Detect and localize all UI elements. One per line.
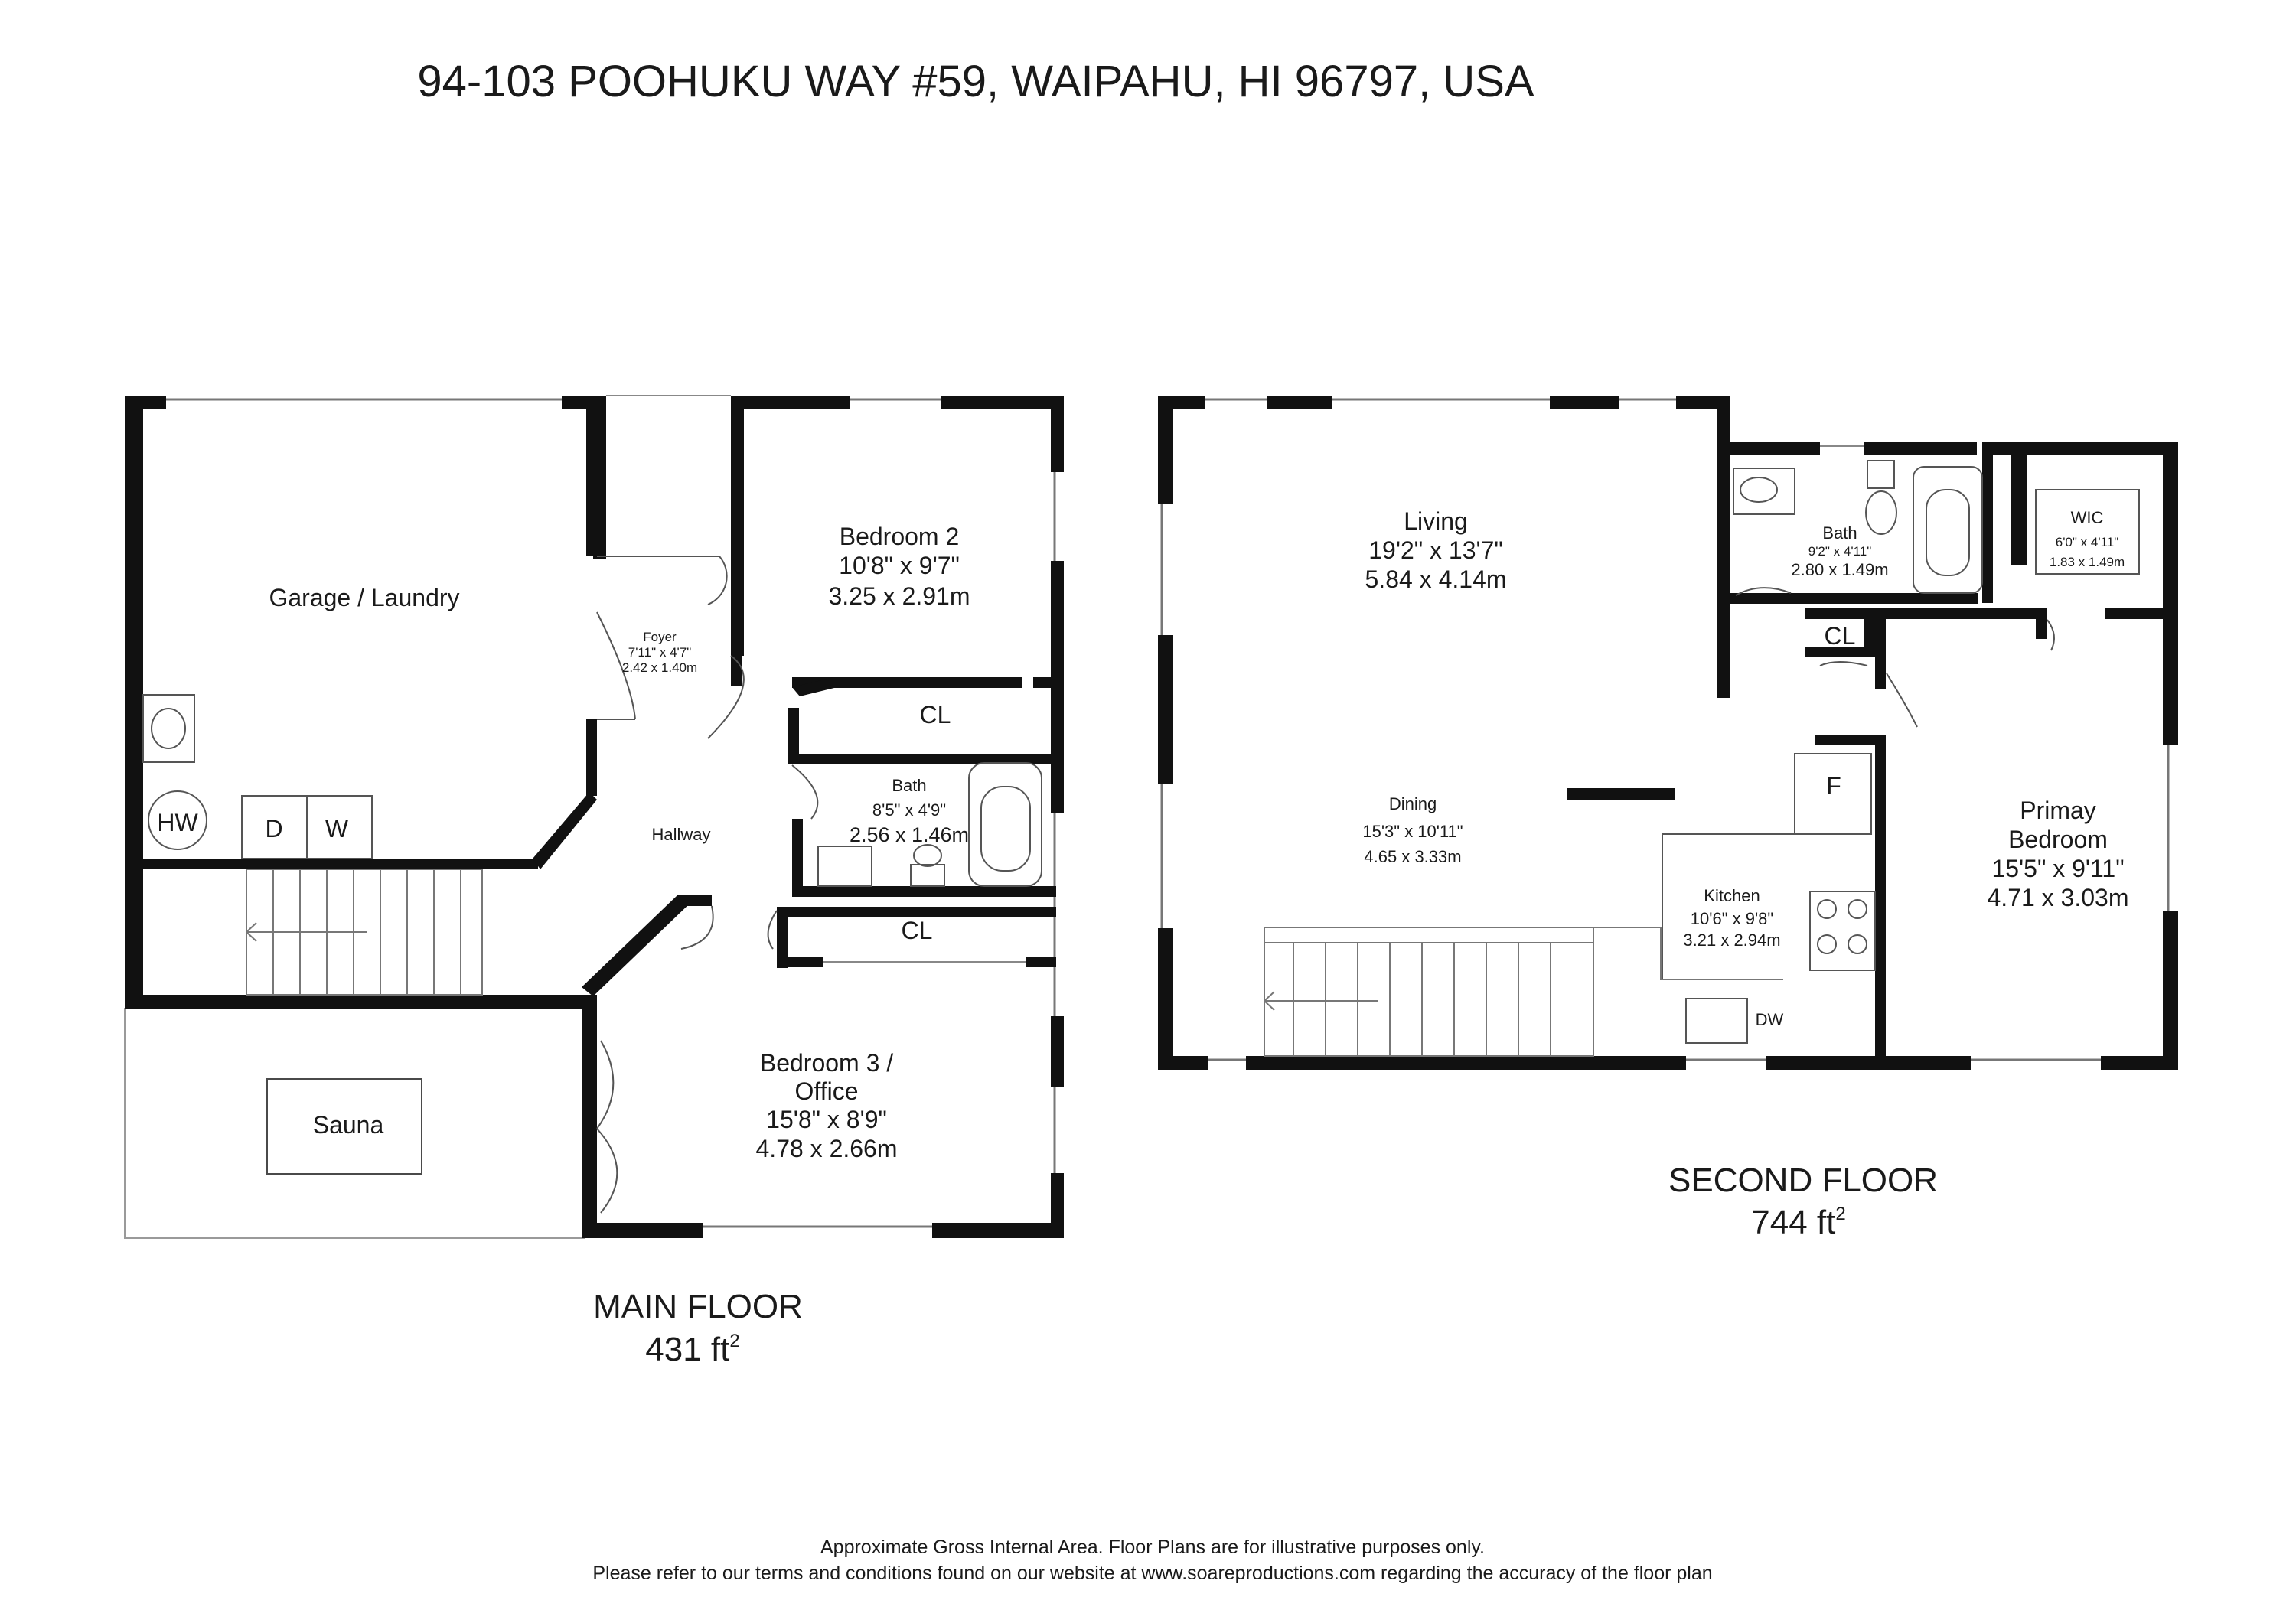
upper-bath-metric: 2.80 x 1.49m [1791, 560, 1888, 579]
second-floor-stairs [1264, 927, 1783, 1057]
bedroom3-label-line1: Bedroom 3 / [760, 1049, 893, 1077]
main-toilet [910, 864, 945, 887]
hallway-label: Hallway [651, 825, 710, 844]
upper-toilet [1867, 460, 1895, 489]
upper-bath-imperial: 9'2" x 4'11" [1808, 544, 1872, 559]
second-floor-plan: Living 19'2" x 13'7" 5.84 x 4.14m Bath 9… [1158, 396, 2178, 1241]
second-floor-area-sup: 2 [1835, 1204, 1845, 1224]
bedroom3-label-line2: Office [795, 1077, 859, 1105]
second-floor-doors [1735, 587, 2055, 728]
kitchen-imperial: 10'6" x 9'8" [1691, 909, 1773, 928]
primary-bedroom-metric: 4.71 x 3.03m [1988, 884, 2129, 911]
washer-label: W [325, 815, 349, 842]
fridge [1794, 753, 1872, 835]
wic-metric: 1.83 x 1.49m [2050, 555, 2125, 569]
upper-closet-label: CL [1825, 622, 1856, 650]
living-metric: 5.84 x 4.14m [1365, 565, 1507, 593]
dining-imperial: 15'3" x 10'11" [1362, 822, 1463, 841]
main-bath-imperial: 8'5" x 4'9" [872, 800, 946, 820]
main-floor-label: MAIN FLOOR [593, 1288, 803, 1325]
living-label: Living [1404, 507, 1468, 535]
foyer-metric: 2.42 x 1.40m [622, 660, 697, 675]
kitchen-metric: 3.21 x 2.94m [1683, 930, 1780, 950]
foyer-label: Foyer [643, 630, 677, 644]
sauna-box [266, 1078, 422, 1175]
second-floor-label: SECOND FLOOR [1668, 1162, 1938, 1199]
main-bath-label: Bath [892, 776, 926, 795]
primary-bedroom-label-line1: Primay [2020, 797, 2096, 824]
main-sink [817, 846, 872, 887]
main-floor-area-value: 431 ft [645, 1331, 729, 1368]
main-floor-fixtures [142, 694, 1042, 887]
main-floor-doors [596, 556, 819, 1214]
living-imperial: 19'2" x 13'7" [1368, 536, 1503, 564]
kitchen-sink [1685, 998, 1748, 1044]
second-floor-walls [1158, 396, 2178, 1070]
main-floor-plan: Garage / Laundry HW D W Foyer 7'11" x 4'… [124, 395, 1064, 1368]
bedroom2-imperial: 10'8" x 9'7" [839, 552, 960, 579]
primary-bedroom-imperial: 15'5" x 9'11" [1991, 855, 2124, 882]
wic-shelf [2035, 489, 2140, 575]
closet-b-label: CL [902, 917, 933, 944]
fridge-label: F [1826, 772, 1841, 800]
garage-laundry-label: Garage / Laundry [269, 584, 459, 611]
upper-bathtub [1913, 466, 1983, 594]
bedroom2-label: Bedroom 2 [840, 523, 960, 550]
bedroom2-closet-wall [792, 677, 1022, 688]
second-floor-area: 744 ft2 [1751, 1204, 1845, 1241]
bedroom3-metric: 4.78 x 2.66m [756, 1135, 898, 1162]
hw-label: HW [157, 809, 198, 836]
main-floor-walls [125, 395, 1064, 1238]
main-floor-stairs [246, 869, 483, 996]
wic-label: WIC [2071, 508, 2104, 527]
wic-imperial: 6'0" x 4'11" [2056, 535, 2119, 549]
dining-label: Dining [1389, 794, 1437, 813]
upper-bath-label: Bath [1822, 523, 1857, 543]
main-bath-metric: 2.56 x 1.46m [850, 823, 969, 846]
dryer-label: D [265, 815, 282, 842]
bedroom3-imperial: 15'8" x 8'9" [766, 1106, 887, 1133]
primary-bedroom-label-line2: Bedroom [2008, 826, 2108, 853]
upper-bath-sink [1733, 468, 1795, 515]
second-floor-fixtures [1662, 460, 2140, 1044]
main-bathtub [968, 762, 1042, 887]
water-heater [148, 790, 207, 850]
closet-a-label: CL [920, 701, 951, 728]
bedroom2-metric: 3.25 x 2.91m [829, 582, 970, 610]
range [1809, 891, 1876, 971]
laundry-sink [142, 694, 195, 763]
footer-terms: Please refer to our terms and conditions… [592, 1563, 1712, 1584]
kitchen-label: Kitchen [1704, 886, 1760, 905]
footer-disclaimer: Approximate Gross Internal Area. Floor P… [820, 1537, 1485, 1558]
sauna-label: Sauna [313, 1111, 384, 1139]
dishwasher-label: DW [1756, 1010, 1784, 1029]
second-floor-area-value: 744 ft [1751, 1204, 1835, 1241]
washer [306, 795, 373, 859]
main-floor-area-sup: 2 [729, 1331, 739, 1351]
kitchen-island [1567, 788, 1675, 800]
dining-metric: 4.65 x 3.33m [1364, 847, 1461, 866]
address-title: 94-103 POOHUKU WAY #59, WAIPAHU, HI 9679… [417, 57, 1534, 106]
foyer-imperial: 7'11" x 4'7" [628, 645, 692, 660]
main-floor-area: 431 ft2 [645, 1331, 739, 1368]
